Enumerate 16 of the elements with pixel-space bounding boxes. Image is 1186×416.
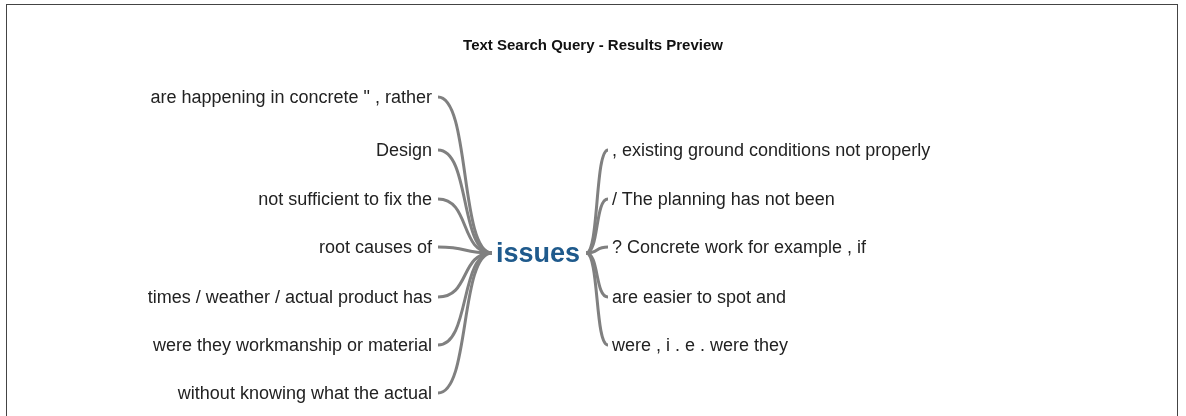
phrase-text: are easier to spot and [612, 286, 787, 308]
phrase-text: Design [375, 139, 432, 161]
phrase-text: were they workmanship or material [152, 334, 432, 356]
connector-line [585, 251, 609, 347]
root-word: issues [496, 237, 581, 269]
phrase-text: without knowing what the actual [177, 382, 432, 404]
phrase-text: , existing ground conditions not properly [612, 139, 931, 161]
phrase-text: root causes of [318, 236, 432, 258]
connector-line [437, 245, 493, 255]
phrase-text: ? Concrete work for example , if [612, 236, 867, 258]
title: Text Search Query - Results Preview [462, 36, 724, 53]
phrase-text: not sufficient to fix the [258, 188, 432, 210]
phrase-text: / The planning has not been [612, 188, 835, 210]
phrase-text: are happening in concrete " , rather [150, 86, 432, 108]
phrase-text: were , i . e . were they [612, 334, 789, 356]
phrase-text: times / weather / actual product has [147, 286, 432, 308]
